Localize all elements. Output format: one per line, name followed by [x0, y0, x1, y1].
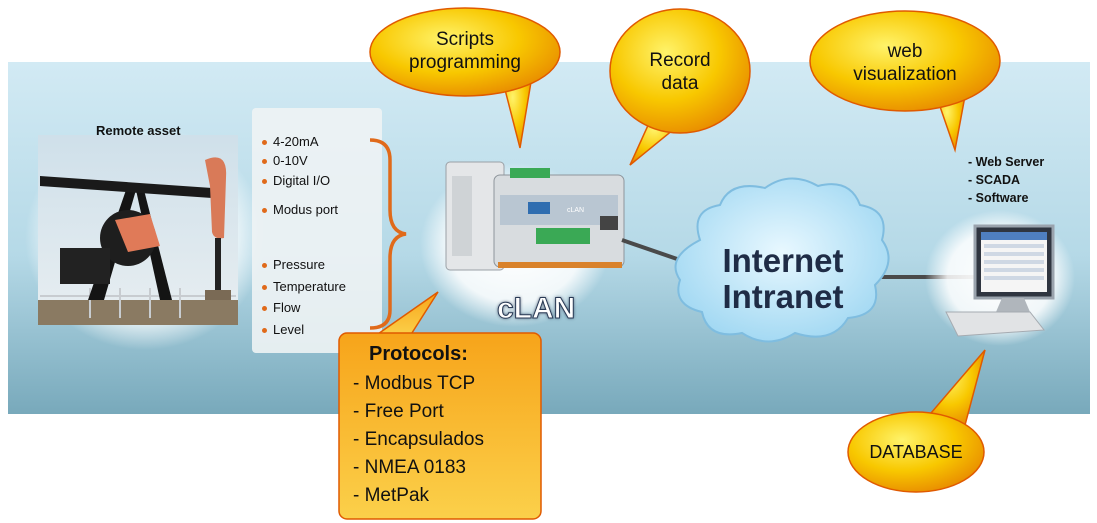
server-features: - Web Server - SCADA - Software [968, 153, 1044, 207]
device-front-brand: cLAN [567, 207, 585, 214]
signal-list: 4-20mA 0-10V Digital I/O Modus port Pres… [252, 108, 382, 353]
database-bubble-text: DATABASE [869, 442, 963, 462]
protocol-item: - MetPak [353, 485, 430, 506]
remote-asset-label: Remote asset [96, 123, 181, 138]
server-feature: - SCADA [968, 173, 1021, 187]
device-label: cLAN [496, 292, 576, 326]
signal-brace [369, 138, 407, 330]
clan-device [445, 161, 625, 271]
measurement-item: Pressure [262, 257, 325, 272]
server-feature: - Web Server [968, 155, 1045, 169]
network-cloud [674, 177, 890, 343]
server-feature: - Software [968, 191, 1029, 205]
signal-item: 0-10V [262, 153, 308, 168]
measurement-item: Flow [262, 300, 300, 315]
device-network-link [621, 238, 681, 262]
protocol-item: - Modbus TCP [353, 373, 476, 394]
computer-workstation [945, 224, 1055, 337]
scripts-bubble [369, 7, 561, 149]
web-bubble-text: web visualization [853, 41, 957, 85]
scripts-bubble-text: Scripts programming [409, 29, 521, 73]
protocol-item: - Free Port [353, 401, 444, 422]
pumpjack-photo [38, 135, 238, 325]
protocols-title: Protocols: [369, 343, 468, 365]
measurement-item: Temperature [262, 279, 346, 294]
web-bubble [809, 10, 1001, 153]
protocols-box [338, 291, 542, 520]
record-bubble-text: Record data [649, 50, 711, 94]
measurement-item: Level [262, 322, 304, 337]
protocol-item: - Encapsulados [353, 429, 484, 450]
protocols-text: Protocols: - Modbus TCP - Free Port - En… [339, 333, 541, 519]
record-bubble [609, 8, 751, 166]
signal-item: Digital I/O [262, 173, 330, 188]
signal-list-panel [252, 108, 382, 353]
protocol-item: - NMEA 0183 [353, 457, 466, 478]
database-bubble [847, 349, 986, 493]
network-label: Internet Intranet [722, 242, 844, 315]
signal-item: 4-20mA [262, 134, 319, 149]
signal-item: Modus port [262, 202, 338, 217]
